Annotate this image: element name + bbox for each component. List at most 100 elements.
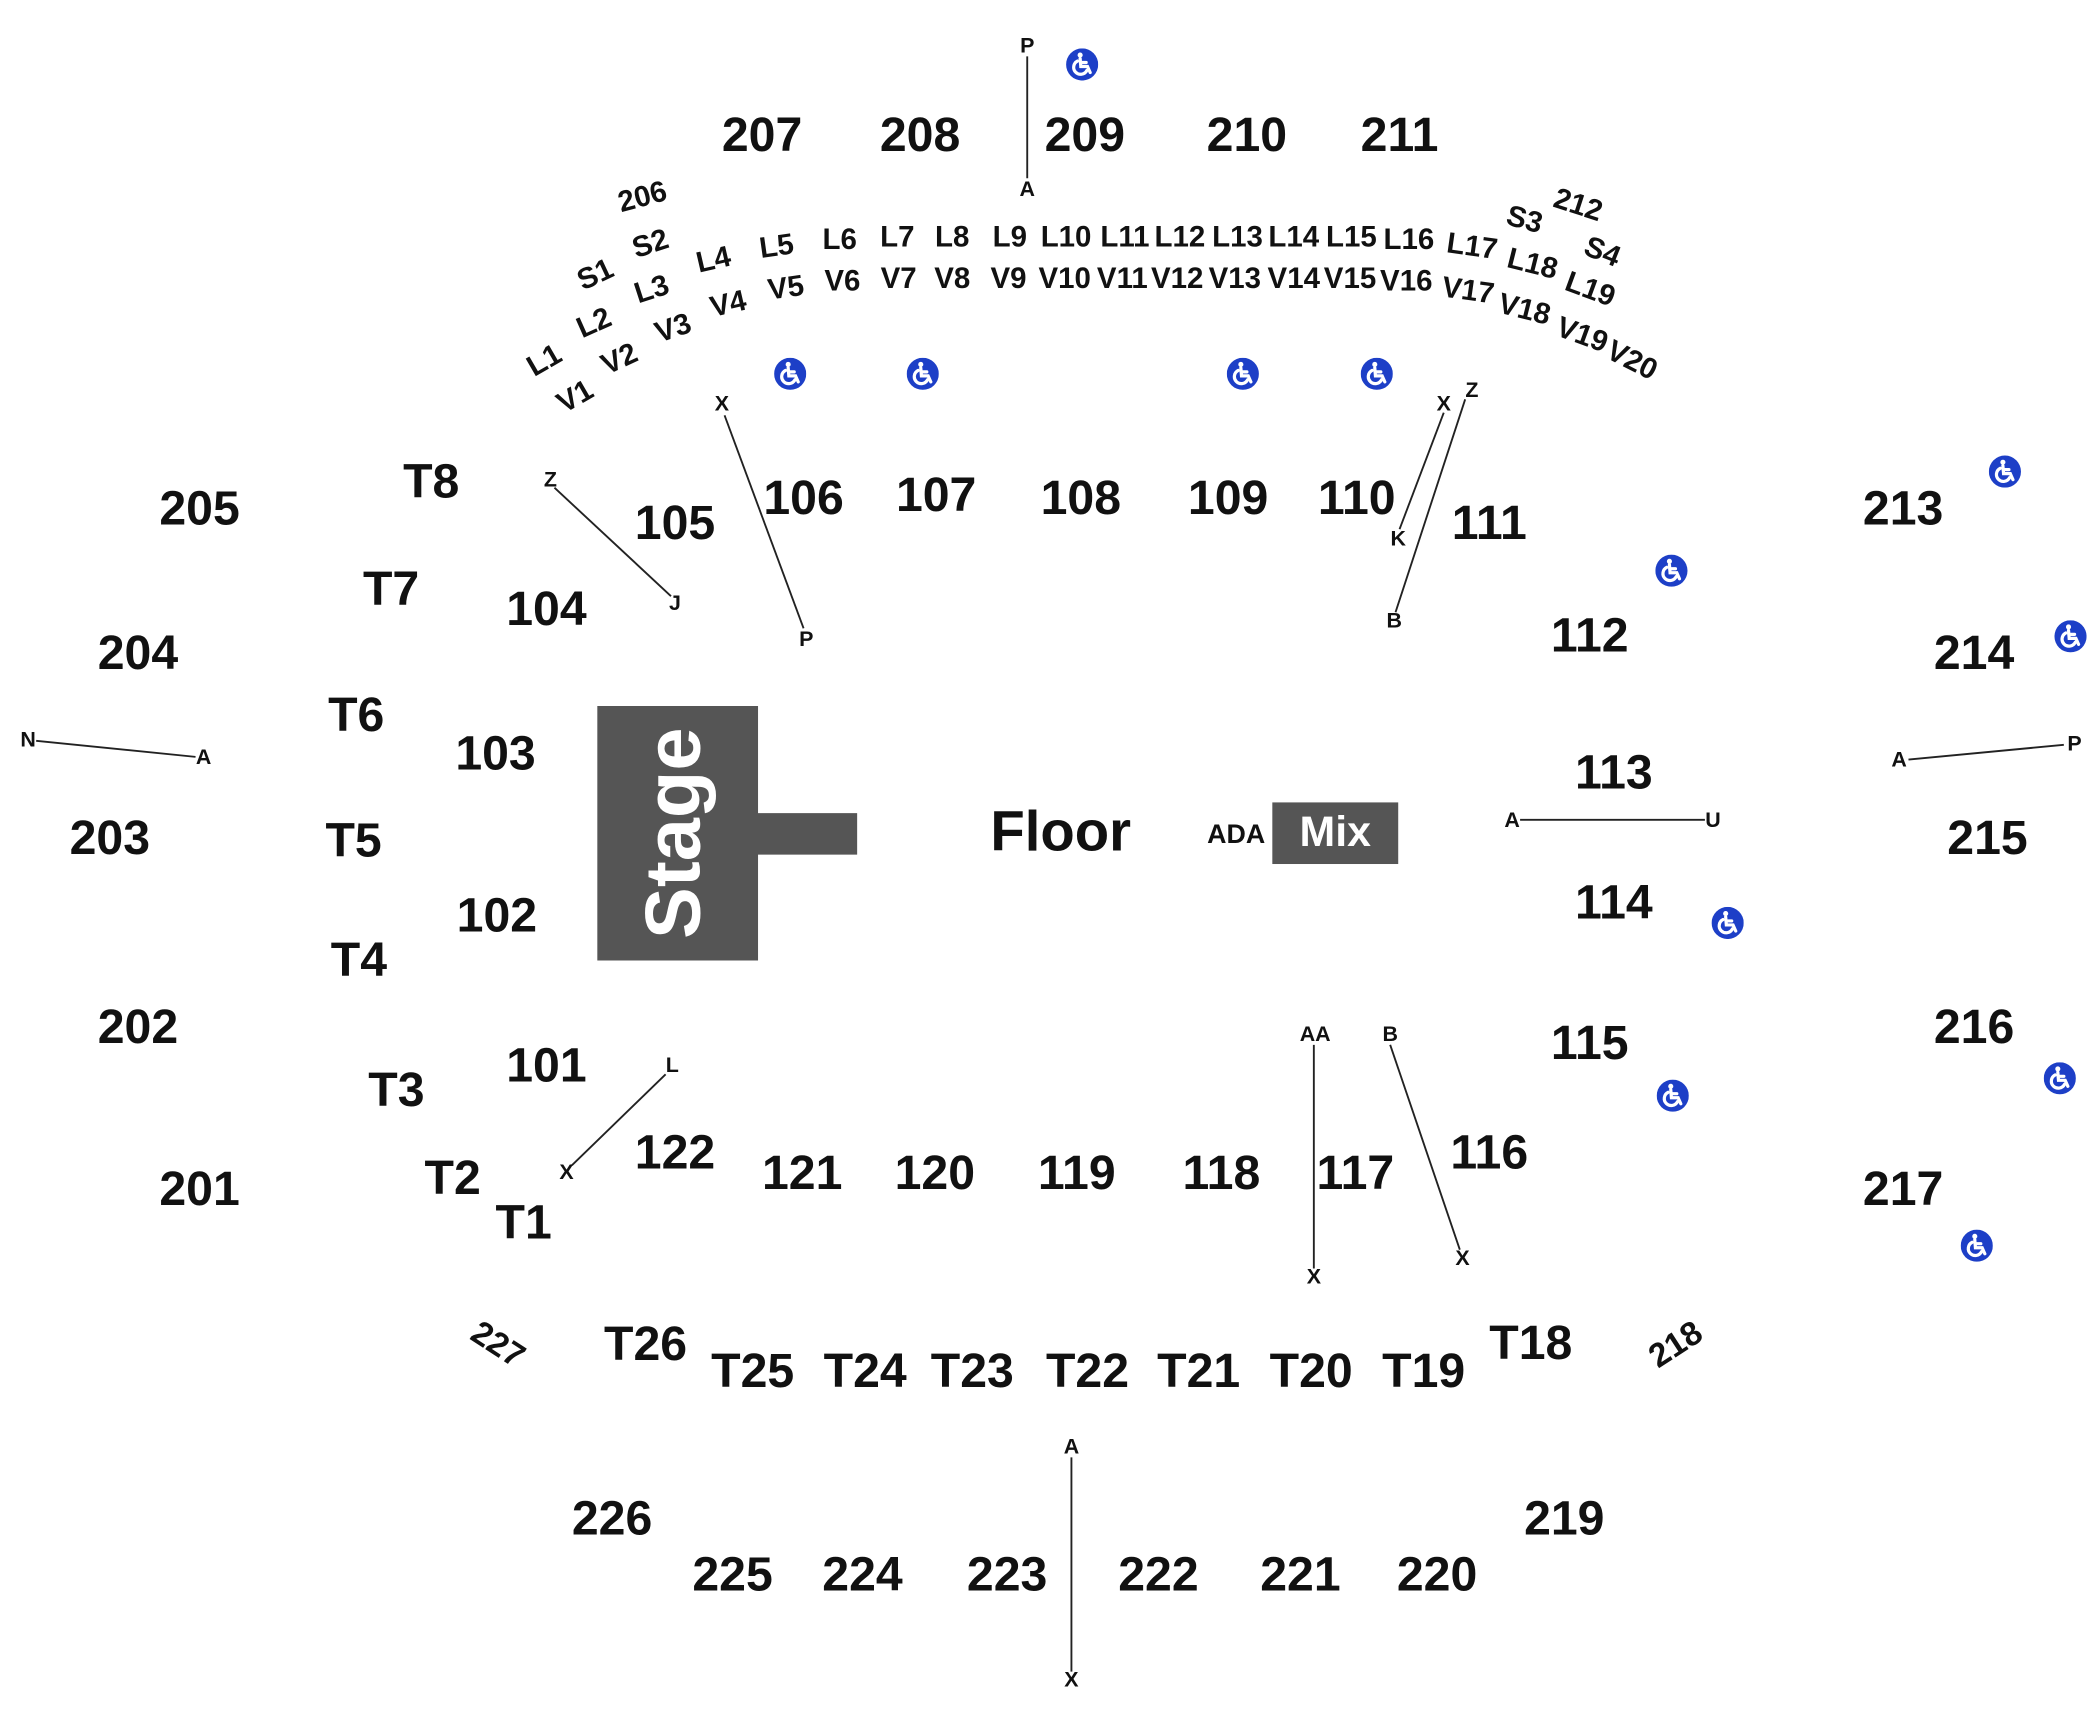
- section-227[interactable]: 227: [464, 1314, 531, 1375]
- loge-l2[interactable]: L2: [572, 301, 617, 345]
- table-t26[interactable]: T26: [604, 1317, 687, 1371]
- box-v15[interactable]: V15: [1324, 262, 1376, 295]
- section-108[interactable]: 108: [1041, 471, 1121, 525]
- section-103[interactable]: 103: [455, 727, 535, 781]
- loge-l6[interactable]: L6: [823, 223, 857, 256]
- box-v9[interactable]: V9: [990, 262, 1026, 295]
- section-102[interactable]: 102: [457, 889, 537, 943]
- box-v6[interactable]: V6: [824, 265, 860, 298]
- loge-l8[interactable]: L8: [935, 220, 969, 253]
- loge-l17[interactable]: L17: [1445, 226, 1500, 266]
- section-106[interactable]: 106: [763, 471, 843, 525]
- floor-label[interactable]: Floor: [990, 800, 1131, 863]
- section-224[interactable]: 224: [822, 1548, 903, 1602]
- box-v3[interactable]: V3: [651, 307, 696, 350]
- box-v20[interactable]: V20: [1601, 334, 1663, 387]
- section-105[interactable]: 105: [635, 496, 715, 550]
- section-119[interactable]: 119: [1038, 1146, 1116, 1200]
- section-209[interactable]: 209: [1045, 108, 1125, 162]
- section-211[interactable]: 211: [1361, 108, 1439, 162]
- box-v16[interactable]: V16: [1380, 265, 1432, 298]
- box-v11[interactable]: V11: [1097, 262, 1148, 295]
- section-204[interactable]: 204: [98, 626, 179, 680]
- section-213[interactable]: 213: [1863, 482, 1943, 536]
- loge-l15[interactable]: L15: [1326, 220, 1377, 253]
- box-v5[interactable]: V5: [766, 269, 806, 307]
- loge-l1[interactable]: L1: [521, 337, 567, 383]
- section-221[interactable]: 221: [1260, 1548, 1340, 1602]
- section-201[interactable]: 201: [159, 1162, 239, 1216]
- loge-l3[interactable]: L3: [630, 268, 673, 310]
- table-t25[interactable]: T25: [711, 1344, 794, 1398]
- suite-s2[interactable]: S2: [628, 222, 672, 265]
- loge-l11[interactable]: L11: [1100, 220, 1149, 253]
- table-t4[interactable]: T4: [331, 933, 387, 987]
- box-v8[interactable]: V8: [934, 262, 970, 295]
- section-118[interactable]: 118: [1183, 1146, 1261, 1200]
- table-t6[interactable]: T6: [328, 688, 384, 742]
- loge-l16[interactable]: L16: [1384, 223, 1435, 256]
- table-t7[interactable]: T7: [363, 562, 419, 616]
- section-122[interactable]: 122: [635, 1126, 715, 1180]
- loge-l13[interactable]: L13: [1212, 220, 1263, 253]
- box-v17[interactable]: V17: [1440, 270, 1496, 310]
- section-104[interactable]: 104: [506, 582, 587, 636]
- section-202[interactable]: 202: [98, 1000, 178, 1054]
- section-206[interactable]: 206: [614, 174, 670, 219]
- section-219[interactable]: 219: [1524, 1491, 1604, 1545]
- suite-s4[interactable]: S4: [1580, 230, 1626, 274]
- loge-l4[interactable]: L4: [693, 240, 735, 280]
- table-t24[interactable]: T24: [824, 1344, 907, 1398]
- table-t1[interactable]: T1: [496, 1195, 552, 1249]
- table-t8[interactable]: T8: [403, 455, 459, 509]
- stage[interactable]: Stage: [597, 705, 858, 961]
- loge-l5[interactable]: L5: [757, 228, 796, 265]
- box-v1[interactable]: V1: [551, 373, 599, 420]
- table-t2[interactable]: T2: [425, 1151, 481, 1205]
- section-207[interactable]: 207: [722, 108, 802, 162]
- section-115[interactable]: 115: [1551, 1016, 1629, 1070]
- section-203[interactable]: 203: [70, 811, 150, 865]
- section-216[interactable]: 216: [1934, 1000, 2014, 1054]
- loge-l7[interactable]: L7: [880, 220, 914, 253]
- section-226[interactable]: 226: [572, 1491, 652, 1545]
- loge-l18[interactable]: L18: [1504, 242, 1561, 286]
- section-114[interactable]: 114: [1575, 875, 1653, 929]
- section-215[interactable]: 215: [1947, 811, 2027, 865]
- suite-s1[interactable]: S1: [572, 252, 619, 297]
- section-210[interactable]: 210: [1207, 108, 1287, 162]
- loge-l9[interactable]: L9: [993, 220, 1027, 253]
- section-222[interactable]: 222: [1118, 1548, 1198, 1602]
- section-225[interactable]: 225: [692, 1548, 772, 1602]
- table-t21[interactable]: T21: [1157, 1344, 1240, 1398]
- box-v19[interactable]: V19: [1552, 310, 1613, 359]
- section-205[interactable]: 205: [159, 482, 239, 536]
- section-110[interactable]: 110: [1318, 471, 1396, 525]
- table-t20[interactable]: T20: [1270, 1344, 1353, 1398]
- section-113[interactable]: 113: [1575, 745, 1653, 799]
- section-107[interactable]: 107: [896, 468, 976, 522]
- box-v18[interactable]: V18: [1495, 287, 1554, 332]
- section-214[interactable]: 214: [1934, 626, 2015, 680]
- section-220[interactable]: 220: [1397, 1548, 1477, 1602]
- loge-l14[interactable]: L14: [1268, 220, 1319, 253]
- table-t5[interactable]: T5: [325, 814, 381, 868]
- box-v10[interactable]: V10: [1039, 262, 1091, 295]
- section-112[interactable]: 112: [1551, 609, 1629, 663]
- loge-l10[interactable]: L10: [1041, 220, 1092, 253]
- box-v2[interactable]: V2: [596, 336, 643, 381]
- section-111[interactable]: 111: [1452, 496, 1527, 550]
- loge-l12[interactable]: L12: [1155, 220, 1206, 253]
- box-v12[interactable]: V12: [1151, 262, 1203, 295]
- section-223[interactable]: 223: [967, 1548, 1047, 1602]
- section-217[interactable]: 217: [1863, 1162, 1943, 1216]
- box-v13[interactable]: V13: [1209, 262, 1261, 295]
- section-117[interactable]: 117: [1316, 1146, 1394, 1200]
- table-t23[interactable]: T23: [931, 1344, 1014, 1398]
- suite-s3[interactable]: S3: [1503, 199, 1546, 240]
- section-218[interactable]: 218: [1642, 1314, 1709, 1375]
- section-116[interactable]: 116: [1450, 1126, 1528, 1180]
- table-t22[interactable]: T22: [1046, 1344, 1129, 1398]
- box-v7[interactable]: V7: [881, 262, 917, 295]
- section-208[interactable]: 208: [880, 108, 960, 162]
